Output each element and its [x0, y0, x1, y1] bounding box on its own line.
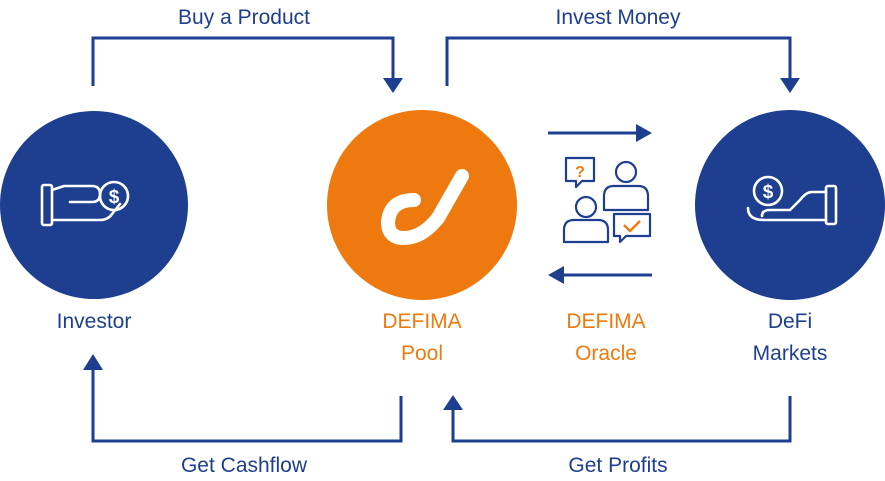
get-cashflow-arrowhead [83, 354, 103, 370]
buy-product-label: Buy a Product [178, 6, 310, 29]
defima-oracle-node: ? DEFIMA Oracle [548, 124, 652, 365]
defima-pool-node: DEFIMA Pool [327, 110, 517, 365]
invest-money-arrowhead [780, 78, 800, 93]
markets-circle [695, 110, 885, 300]
defima-logo [380, 169, 469, 246]
oracle-arrow-left-head [548, 266, 564, 284]
pool-label-line1: DEFIMA [382, 310, 461, 333]
get-profits-arrowhead [443, 395, 463, 410]
invest-money-label: Invest Money [556, 6, 681, 29]
investor-label: Investor [57, 310, 132, 333]
get-profits-label: Get Profits [568, 454, 667, 477]
get-profits-arrow [451, 396, 792, 443]
pool-circle [327, 110, 517, 300]
defi-markets-node: $ DeFi Markets [695, 110, 885, 365]
pool-label-line2: Pool [401, 342, 443, 365]
get-cashflow-arrow [91, 368, 403, 443]
svg-text:$: $ [763, 182, 774, 203]
buy-product-arrowhead [383, 78, 403, 93]
invest-money-arrow [445, 36, 792, 86]
svg-text:?: ? [575, 164, 585, 181]
people-chat-icon: ? [562, 156, 652, 244]
oracle-label-line2: Oracle [575, 342, 637, 365]
investor-node: $ Investor [0, 111, 188, 333]
giving-coin-hand-icon: $ [746, 175, 838, 226]
hand-coin-icon: $ [40, 180, 130, 227]
markets-label-line2: Markets [753, 342, 828, 365]
markets-label-line1: DeFi [768, 310, 812, 333]
buy-product-arrow [91, 36, 395, 86]
svg-text:$: $ [109, 187, 120, 208]
oracle-label-line1: DEFIMA [566, 310, 645, 333]
oracle-arrow-right-head [636, 124, 652, 142]
get-cashflow-label: Get Cashflow [181, 454, 308, 477]
investor-circle [0, 111, 188, 299]
